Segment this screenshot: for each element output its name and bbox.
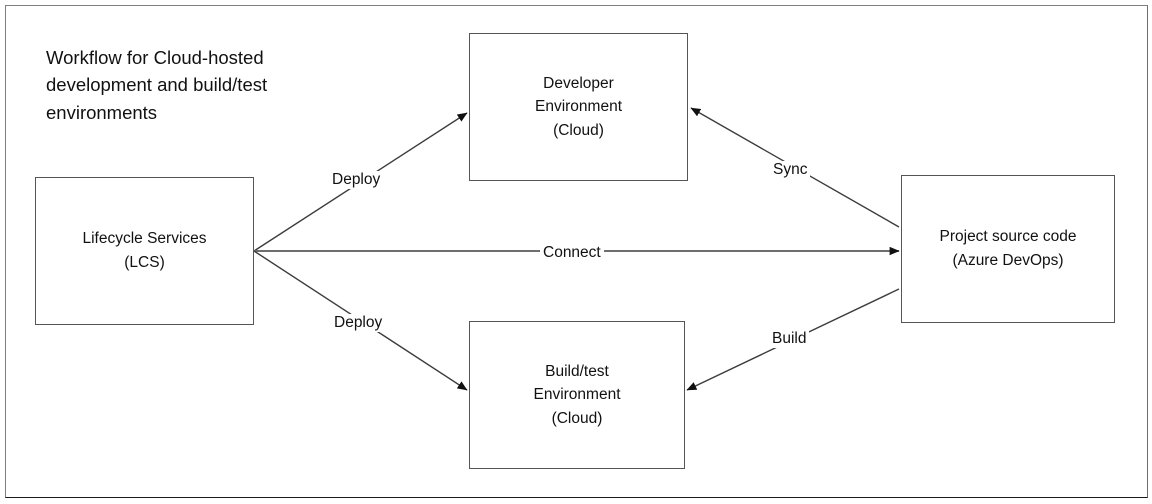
node-label-project-source-code: Project source code (Azure DevOps) (939, 228, 1077, 269)
node-project-source-code[interactable]: Project source code (Azure DevOps) (901, 175, 1115, 323)
node-lifecycle-services[interactable]: Lifecycle Services (LCS) (35, 177, 254, 325)
edge-label-sync: Sync (770, 161, 811, 179)
node-build-test-environment[interactable]: Build/test Environment (Cloud) (469, 321, 685, 469)
edge-label-deploy-top: Deploy (329, 171, 384, 189)
node-label-build-test-environment: Build/test Environment (Cloud) (533, 362, 621, 427)
edge-label-build: Build (769, 330, 810, 348)
edge-label-deploy-bottom: Deploy (331, 314, 386, 332)
node-label-lifecycle-services: Lifecycle Services (LCS) (82, 230, 207, 271)
edge-label-connect: Connect (540, 244, 604, 262)
node-developer-environment[interactable]: Developer Environment (Cloud) (469, 33, 688, 181)
diagram-title: Workflow for Cloud-hosted development an… (46, 47, 268, 123)
node-label-developer-environment: Developer Environment (Cloud) (534, 74, 622, 139)
